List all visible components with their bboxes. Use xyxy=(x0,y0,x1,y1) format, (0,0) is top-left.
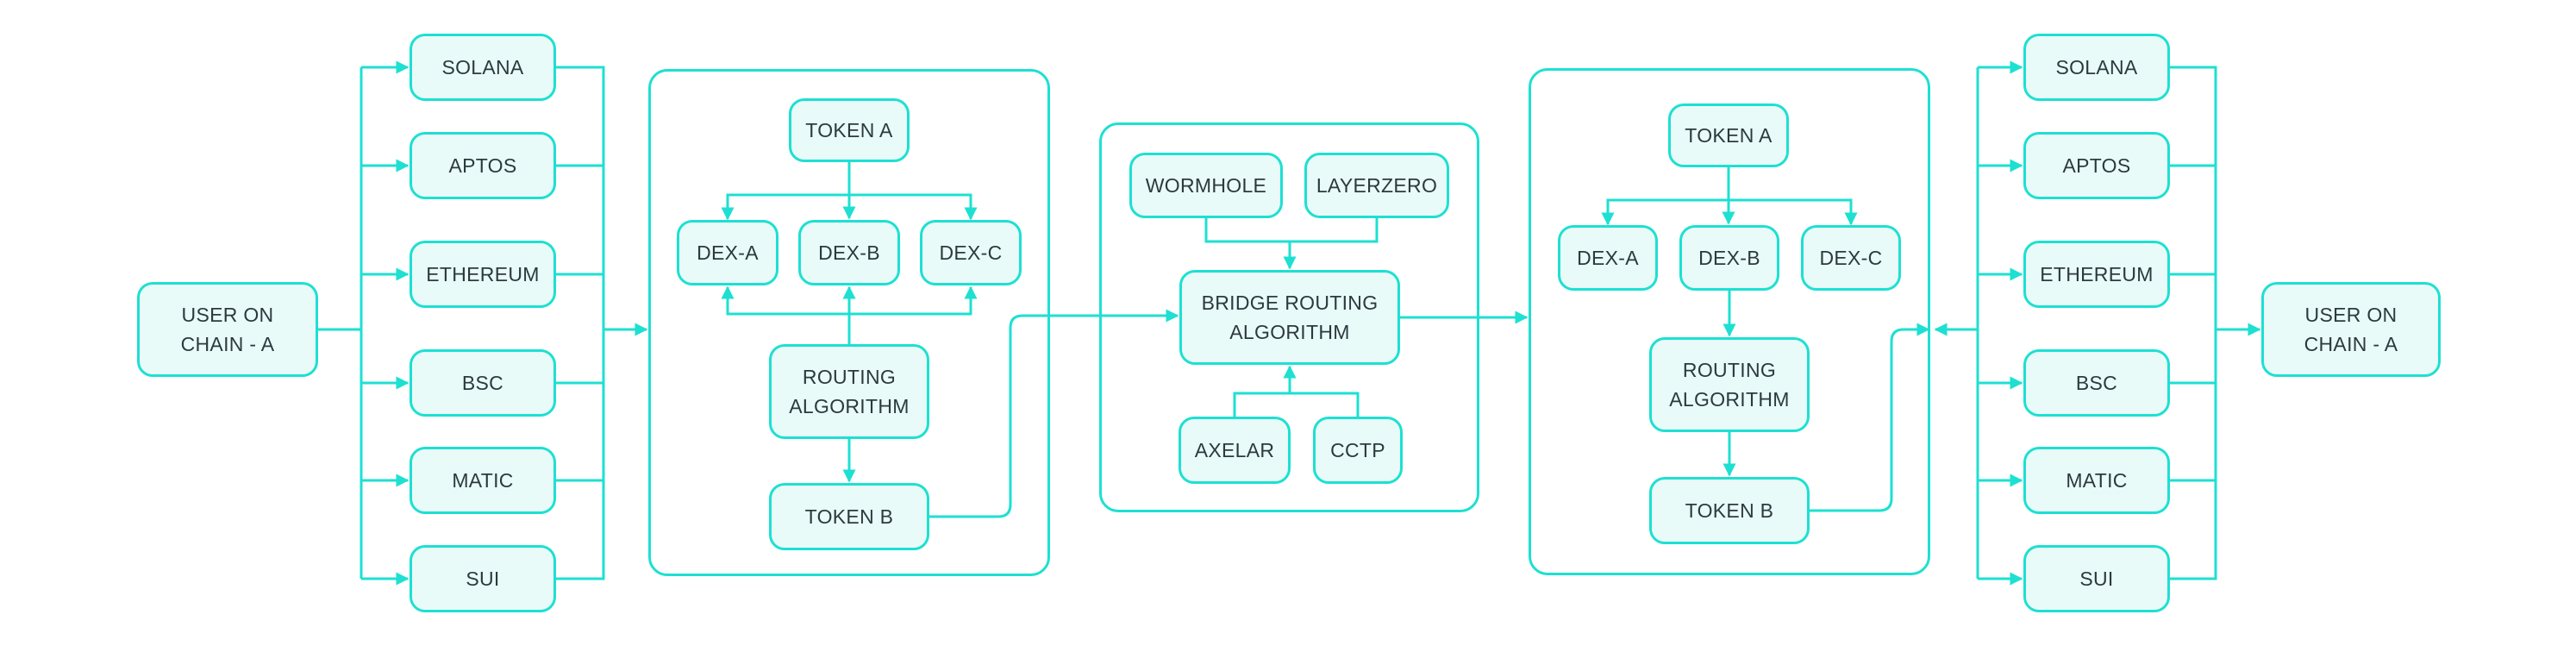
bridge-cctp: CCTP xyxy=(1313,417,1403,484)
right-token-a: TOKEN A xyxy=(1668,103,1789,167)
left-routing-algorithm: ROUTING ALGORITHM xyxy=(769,344,929,439)
connector-right-token-b-out xyxy=(1810,323,1930,512)
dest-chain-sui: SUI xyxy=(2023,545,2170,612)
user-destination-node: USER ON CHAIN - A xyxy=(2261,282,2441,377)
dest-chain-matic: MATIC xyxy=(2023,447,2170,514)
bridge-routing-algorithm: BRIDGE ROUTING ALGORITHM xyxy=(1179,270,1400,365)
source-chain-sui: SUI xyxy=(410,545,556,612)
bridge-wormhole: WORMHOLE xyxy=(1129,153,1283,218)
bridge-axelar: AXELAR xyxy=(1179,417,1291,484)
left-token-a: TOKEN A xyxy=(789,98,910,162)
source-chain-bsc: BSC xyxy=(410,349,556,417)
right-swap-panel xyxy=(1529,68,1930,575)
left-dex-c: DEX-C xyxy=(920,220,1022,285)
left-dex-b: DEX-B xyxy=(798,220,900,285)
user-source-node: USER ON CHAIN - A xyxy=(137,282,318,377)
source-chain-ethereum: ETHEREUM xyxy=(410,241,556,308)
connector-chains-right-bus xyxy=(556,66,605,580)
dest-chain-bsc: BSC xyxy=(2023,349,2170,417)
dest-chain-aptos: APTOS xyxy=(2023,132,2170,199)
connector-bottom-bridges xyxy=(1233,392,1360,417)
right-token-b: TOKEN B xyxy=(1649,477,1810,544)
connector-dest-chains-right-bus xyxy=(2170,66,2217,580)
right-dex-c: DEX-C xyxy=(1801,225,1901,291)
source-chain-aptos: APTOS xyxy=(410,132,556,199)
source-chain-matic: MATIC xyxy=(410,447,556,514)
left-dex-a: DEX-A xyxy=(677,220,778,285)
right-dex-a: DEX-A xyxy=(1558,225,1658,291)
connector-right-token-a-branch xyxy=(1606,198,1853,223)
right-dex-b: DEX-B xyxy=(1679,225,1779,291)
left-token-b: TOKEN B xyxy=(769,483,929,550)
right-routing-algorithm: ROUTING ALGORITHM xyxy=(1649,337,1810,432)
left-swap-panel xyxy=(648,69,1050,576)
source-chain-solana: SOLANA xyxy=(410,34,556,101)
dest-chain-ethereum: ETHEREUM xyxy=(2023,241,2170,308)
dest-chain-solana: SOLANA xyxy=(2023,34,2170,101)
connector-token-b-to-bridge xyxy=(929,309,1179,518)
connector-top-bridges xyxy=(1204,218,1379,243)
bridge-layerzero: LAYERZERO xyxy=(1304,153,1449,218)
